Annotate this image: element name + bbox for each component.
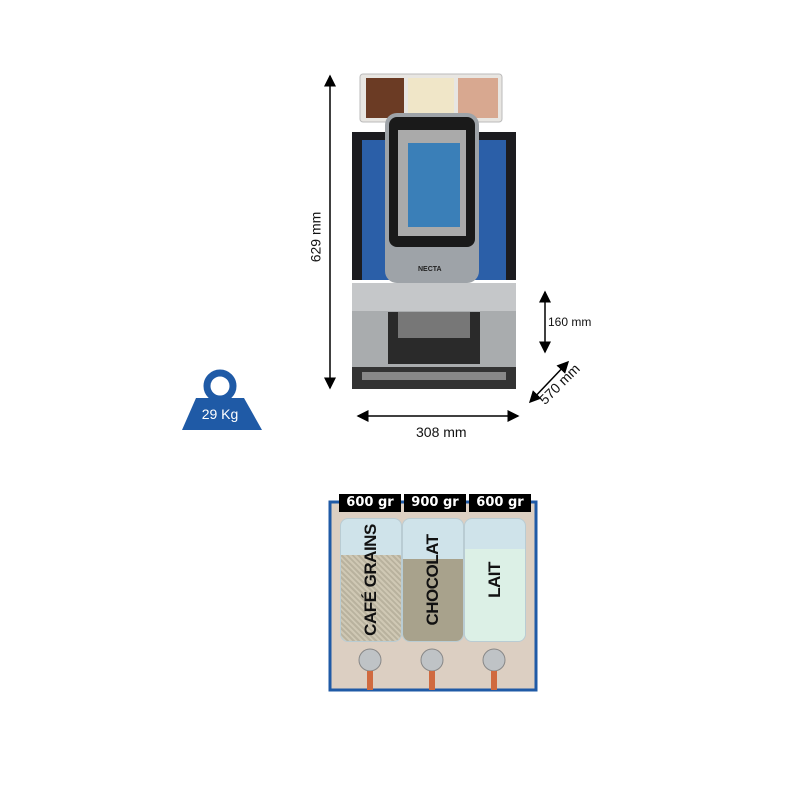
cup-height-label: 160 mm <box>548 315 592 329</box>
canister-capacity: 600 gr <box>339 494 401 512</box>
width-label: 308 mm <box>416 424 467 440</box>
canister-capacity: 900 gr <box>404 494 466 512</box>
brand-logo: NECTA <box>418 266 442 273</box>
depth-arrow <box>528 360 570 404</box>
canister-capacity: 600 gr <box>469 494 531 512</box>
canister-lait: LAIT <box>464 518 526 642</box>
weight-label: 29 Kg <box>201 406 239 422</box>
height-label: 629 mm <box>307 211 324 263</box>
canister-chocolat: CHOCOLAT <box>402 518 464 642</box>
weight-icon <box>182 369 262 430</box>
coffee-machine-image <box>352 73 516 389</box>
canister-cafe: CAFÉ GRAINS <box>340 518 402 642</box>
